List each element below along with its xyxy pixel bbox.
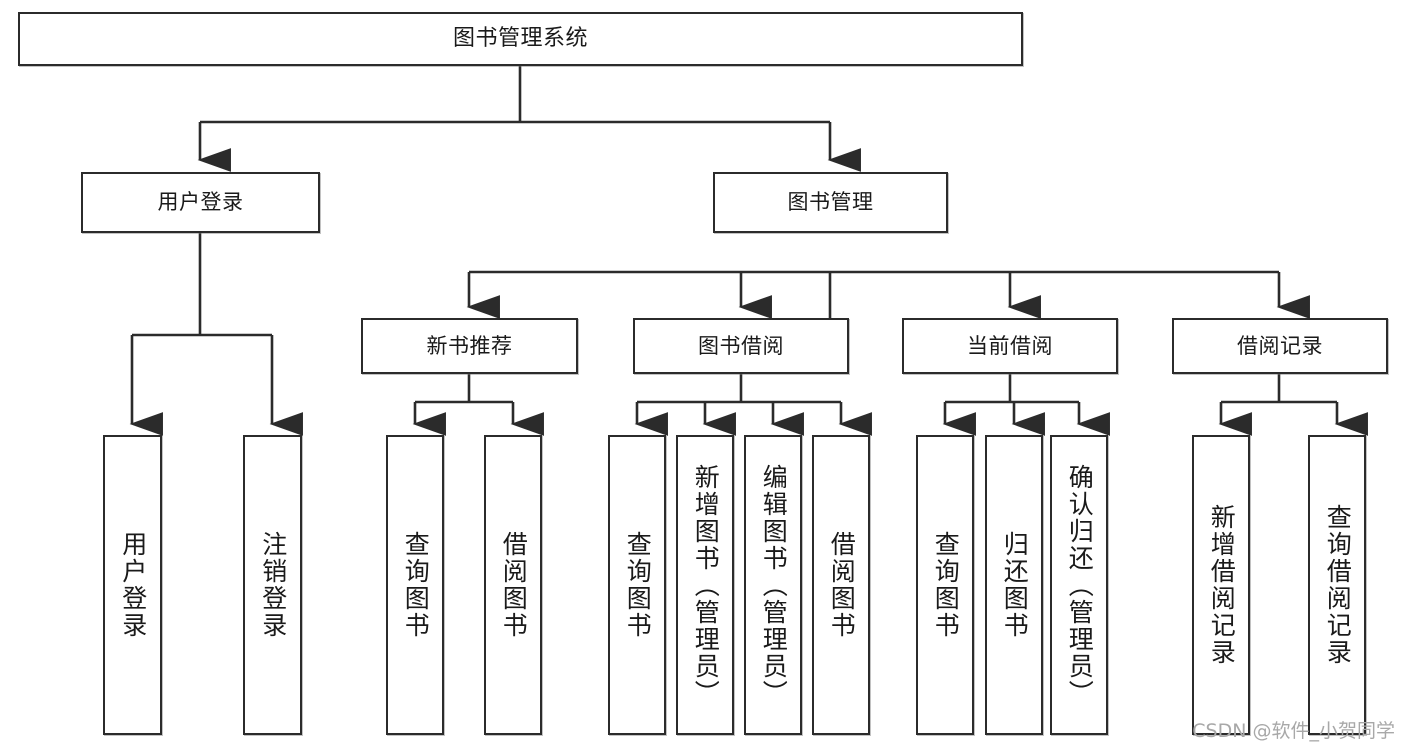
node-leaf-query-book-1-label: 查询图书 — [401, 531, 431, 639]
node-root[interactable]: 图书管理系统 — [18, 12, 1023, 66]
node-leaf-borrow-book-2-label: 借阅图书 — [827, 531, 857, 639]
node-leaf-query-book-3[interactable]: 查询图书 — [916, 435, 974, 735]
node-leaf-add-book[interactable]: 新增图书（管理员） — [676, 435, 734, 735]
node-current-borrow[interactable]: 当前借阅 — [902, 318, 1118, 374]
node-leaf-edit-book-label: 编辑图书（管理员） — [759, 463, 789, 707]
node-leaf-user-logout[interactable]: 注销登录 — [243, 435, 302, 735]
node-leaf-confirm-return[interactable]: 确认归还（管理员） — [1050, 435, 1108, 735]
node-leaf-borrow-book-1-label: 借阅图书 — [499, 531, 529, 639]
node-current-borrow-label: 当前借阅 — [967, 333, 1053, 358]
node-book-manage[interactable]: 图书管理 — [713, 172, 948, 233]
node-leaf-query-book-2-label: 查询图书 — [623, 531, 653, 639]
node-book-borrow-label: 图书借阅 — [698, 333, 784, 358]
node-borrow-record-label: 借阅记录 — [1237, 333, 1323, 358]
node-new-book-recommend[interactable]: 新书推荐 — [361, 318, 578, 374]
node-new-book-recommend-label: 新书推荐 — [426, 333, 513, 358]
node-leaf-user-logout-label: 注销登录 — [258, 531, 288, 639]
node-leaf-edit-book[interactable]: 编辑图书（管理员） — [744, 435, 802, 735]
node-user-login-label: 用户登录 — [157, 190, 244, 215]
node-leaf-add-book-label: 新增图书（管理员） — [691, 463, 721, 707]
node-book-borrow[interactable]: 图书借阅 — [633, 318, 849, 374]
node-leaf-add-record-label: 新增借阅记录 — [1207, 504, 1237, 666]
node-leaf-user-login[interactable]: 用户登录 — [103, 435, 162, 735]
node-leaf-return-book-label: 归还图书 — [1000, 531, 1030, 639]
node-root-label: 图书管理系统 — [452, 26, 588, 52]
node-leaf-query-book-2[interactable]: 查询图书 — [608, 435, 666, 735]
node-leaf-return-book[interactable]: 归还图书 — [985, 435, 1043, 735]
node-leaf-borrow-book-2[interactable]: 借阅图书 — [812, 435, 870, 735]
node-user-login[interactable]: 用户登录 — [81, 172, 320, 233]
node-borrow-record[interactable]: 借阅记录 — [1172, 318, 1388, 374]
node-leaf-query-record[interactable]: 查询借阅记录 — [1308, 435, 1366, 735]
node-leaf-borrow-book-1[interactable]: 借阅图书 — [484, 435, 542, 735]
node-leaf-query-book-3-label: 查询图书 — [931, 531, 961, 639]
csdn-watermark: CSDN @软件_小贺同学 — [1192, 720, 1395, 742]
node-leaf-add-record[interactable]: 新增借阅记录 — [1192, 435, 1250, 735]
node-leaf-query-book-1[interactable]: 查询图书 — [386, 435, 444, 735]
node-leaf-confirm-return-label: 确认归还（管理员） — [1065, 463, 1095, 707]
node-book-manage-label: 图书管理 — [787, 190, 874, 215]
node-leaf-query-record-label: 查询借阅记录 — [1323, 504, 1353, 666]
node-leaf-user-login-label: 用户登录 — [118, 531, 148, 639]
